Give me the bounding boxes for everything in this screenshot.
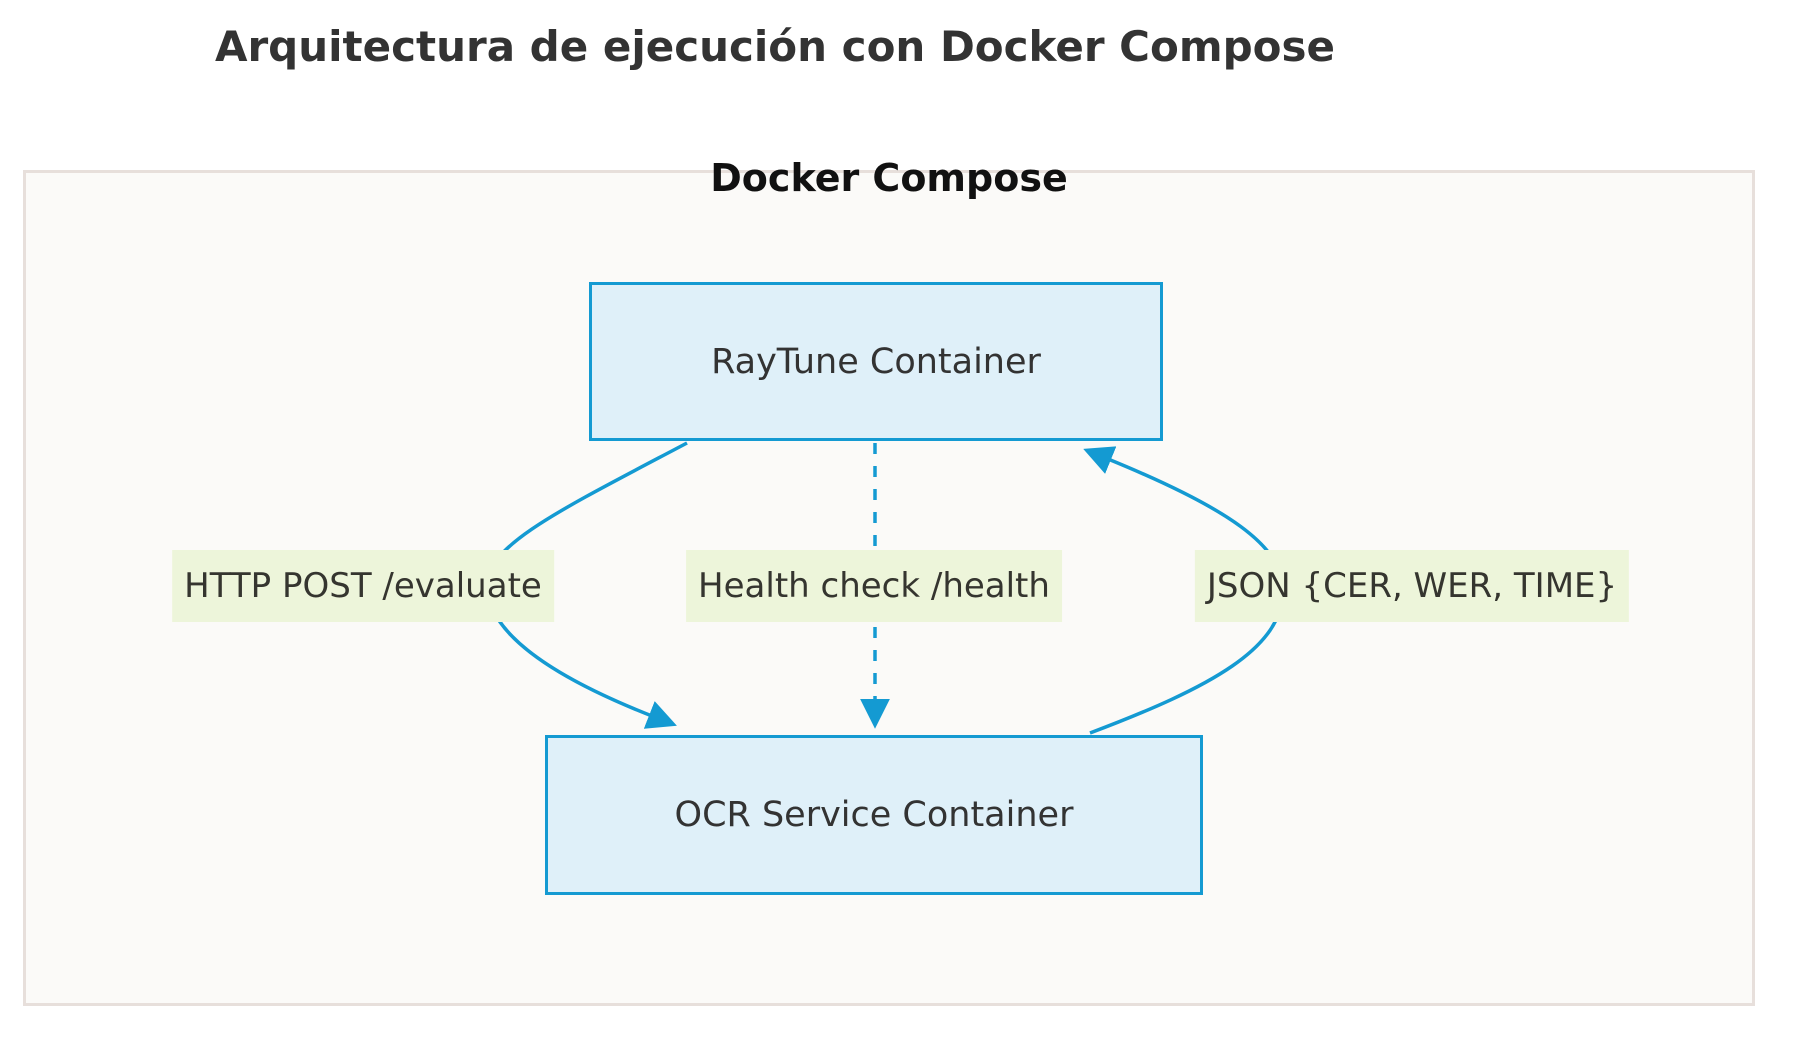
docker-compose-cluster-label: Docker Compose bbox=[710, 156, 1068, 200]
edge-label-json-cer-wer-time: JSON {CER, WER, TIME} bbox=[1194, 550, 1630, 622]
node-ocr-label: OCR Service Container bbox=[674, 795, 1074, 835]
edge-label-http-post-evaluate: HTTP POST /evaluate bbox=[172, 550, 554, 622]
node-raytune-label: RayTune Container bbox=[711, 341, 1041, 382]
diagram-title: Arquitectura de ejecución con Docker Com… bbox=[214, 22, 1336, 71]
node-raytune-container: RayTune Container bbox=[589, 282, 1163, 441]
edge-label-health-check: Health check /health bbox=[686, 550, 1062, 622]
node-ocr-service-container: OCR Service Container bbox=[545, 735, 1203, 895]
